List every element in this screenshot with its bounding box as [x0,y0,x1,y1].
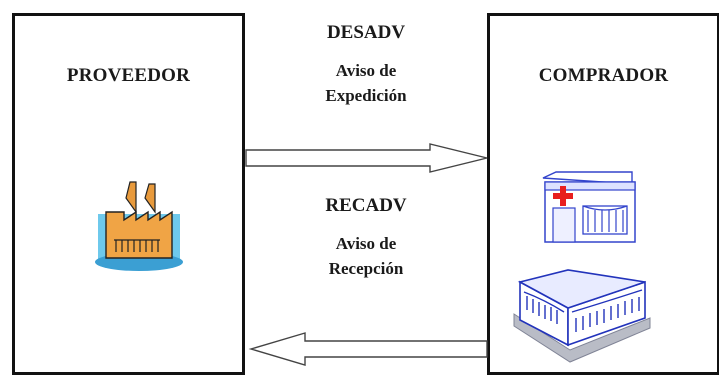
desadv-code: DESADV [326,22,406,43]
desadv-desc-line1: Aviso de [335,61,397,80]
factory-icon [95,181,183,271]
building-icon [513,269,651,363]
recadv-desc-line1: Aviso de [335,234,397,253]
buyer-label: COMPRADOR [538,65,669,86]
desadv-message: DESADV Aviso de Expedición [245,22,487,108]
recadv-code: RECADV [325,195,407,216]
arrow-right [245,143,488,173]
recadv-desc-line2: Recepción [328,259,404,278]
recadv-message: RECADV Aviso de Recepción [245,195,487,281]
desadv-desc-line2: Expedición [325,86,407,105]
supplier-box: PROVEEDOR [12,13,245,375]
pharmacy-store-icon [542,171,636,243]
supplier-label: PROVEEDOR [66,65,191,86]
arrow-left [248,332,488,366]
